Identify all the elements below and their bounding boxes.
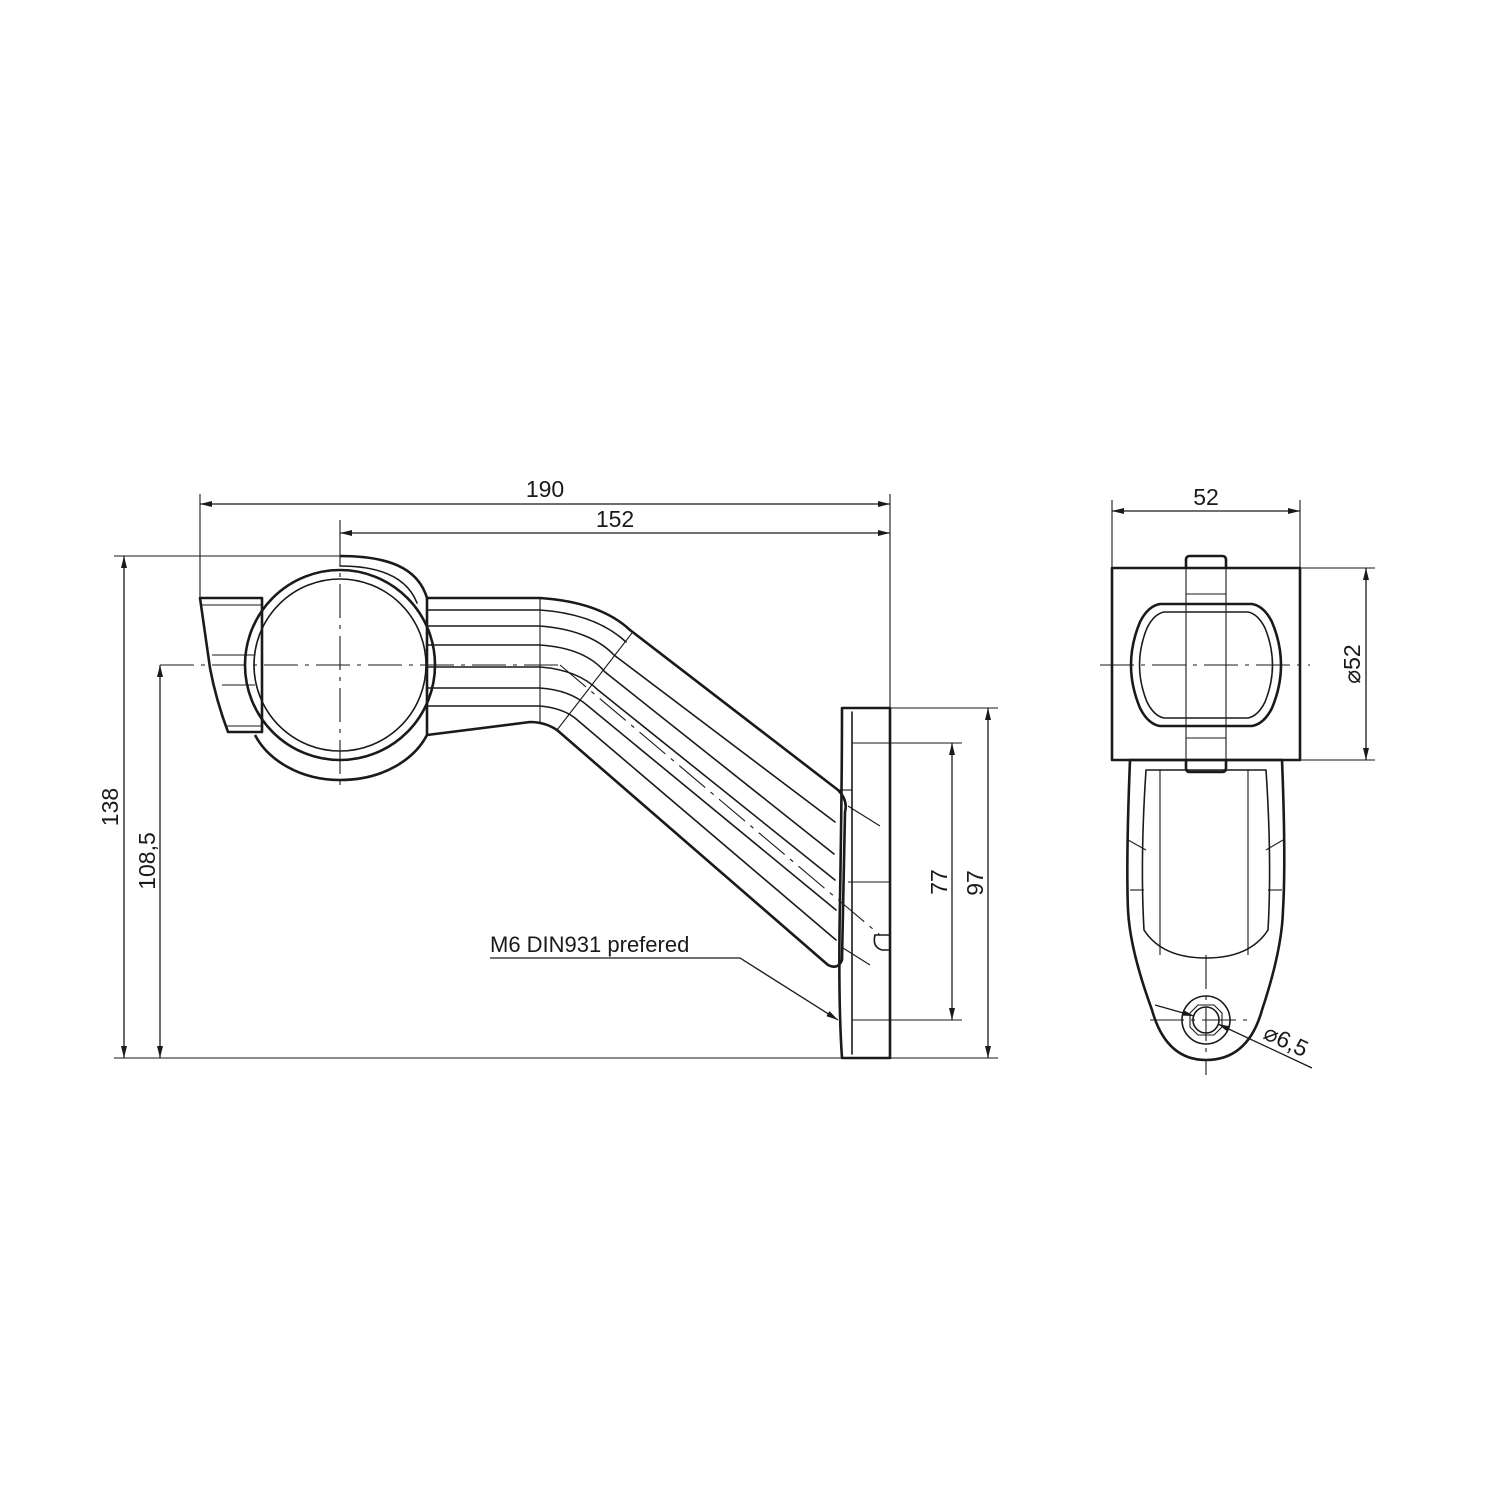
dim-lens-diameter: ⌀52 (1339, 644, 1365, 683)
front-head (1110, 554, 1302, 774)
support-arm (426, 596, 852, 968)
front-view: 52 ⌀52 ⌀6,5 (1100, 484, 1375, 1075)
lamp-head (198, 554, 437, 782)
screw-note: M6 DIN931 prefered (490, 932, 689, 957)
arm-centerline (559, 664, 881, 936)
side-view: 190 152 138 108,5 77 97 M6 DIN931 prefer… (97, 476, 998, 1060)
dim-center-to-back: 152 (596, 506, 634, 532)
dim-center-height: 108,5 (134, 832, 160, 890)
mounting-base (838, 706, 892, 1060)
side-extension-lines (114, 494, 998, 1059)
dim-front-width: 52 (1193, 484, 1219, 510)
dim-hole-spacing: 77 (926, 869, 952, 895)
dim-overall-length: 190 (526, 476, 564, 502)
dim-overall-height: 138 (97, 788, 123, 826)
dim-base-height: 97 (962, 870, 988, 896)
